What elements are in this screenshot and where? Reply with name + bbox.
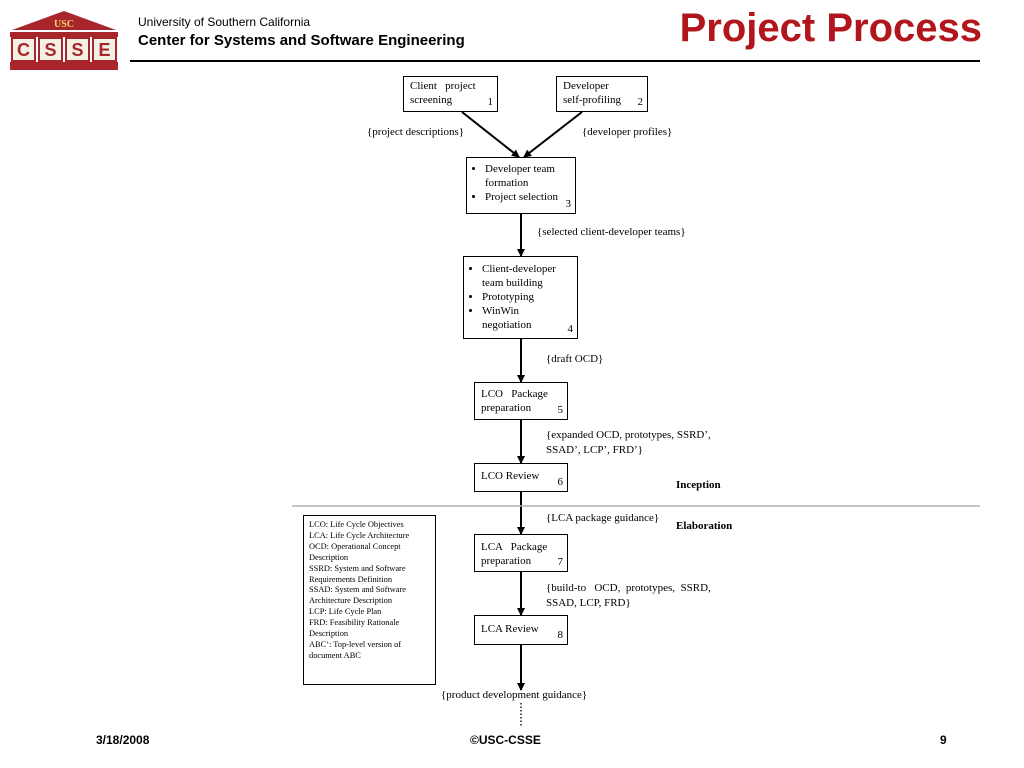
step-1-line-1: Client project	[410, 80, 476, 92]
step-4-bullet-3: WinWin negotiation	[482, 304, 571, 332]
legend-entry: LCO: Life Cycle Objectives	[309, 520, 404, 529]
step-team-building: Client-developer team building Prototypi…	[463, 256, 578, 339]
step-8-line-1: LCA Review	[481, 623, 539, 635]
step-5-line-2: preparation	[481, 402, 532, 414]
label-project-descriptions: {project descriptions}	[367, 126, 465, 138]
step-5-line-1: LCO Package	[481, 388, 548, 400]
legend-entry: SSAD: System and Software Architecture D…	[309, 585, 407, 606]
footer-date: 3/18/2008	[96, 733, 150, 747]
logo-letter-tile	[11, 37, 36, 62]
label-build-to-line-1: {build-to OCD, prototypes, SSRD,	[546, 582, 711, 594]
university-name: University of Southern California	[138, 15, 311, 29]
footer-page-number: 9	[940, 733, 947, 747]
logo-letter: S	[71, 40, 83, 60]
label-developer-profiles: {developer profiles}	[582, 126, 673, 138]
step-lca-package-preparation: LCA Package preparation 7	[474, 534, 568, 572]
step-client-project-screening: Client project screening 1	[403, 76, 498, 112]
label-build-to-line-2: SSAD, LCP, FRD}	[546, 597, 631, 609]
logo-letter-tile	[38, 37, 63, 62]
header-rule	[130, 60, 980, 62]
step-4-bullet-2: Prototyping	[482, 290, 571, 304]
step-developer-self-profiling: Developer self-profiling 2	[556, 76, 648, 112]
logo-letter-tile	[92, 37, 117, 62]
arrow-1-3	[461, 111, 520, 158]
logo-letter: S	[44, 40, 56, 60]
label-lca-guidance: {LCA package guidance}	[546, 512, 660, 524]
step-2-line-1: Developer	[563, 80, 609, 92]
label-product-guidance: {product development guidance}	[441, 689, 588, 701]
step-1-line-2: screening	[410, 94, 453, 106]
step-7-number: 7	[557, 556, 564, 568]
center-name: Center for Systems and Software Engineer…	[138, 32, 465, 49]
acronym-legend: LCO: Life Cycle Objectives LCA: Life Cyc…	[303, 515, 436, 685]
phase-elaboration: Elaboration	[676, 520, 733, 532]
logo-letter-tile	[65, 37, 90, 62]
step-1-number: 1	[487, 96, 494, 108]
step-team-formation: Developer team formation Project selecti…	[466, 157, 576, 214]
step-3-bullet-1: Developer team formation	[485, 162, 569, 190]
arrow-2-3	[523, 111, 583, 158]
step-3-number: 3	[565, 198, 572, 210]
label-selected-teams: {selected client-developer teams}	[537, 226, 686, 238]
step-4-number: 4	[567, 323, 574, 335]
step-4-bullet-1: Client-developer team building	[482, 262, 571, 290]
step-6-line-1: LCO Review	[481, 470, 540, 482]
step-2-number: 2	[637, 96, 644, 108]
step-5-number: 5	[557, 404, 564, 416]
label-draft-ocd: {draft OCD}	[546, 353, 604, 365]
step-lca-review: LCA Review 8	[474, 615, 568, 645]
logo-letter: C	[17, 40, 30, 60]
step-6-number: 6	[557, 476, 564, 488]
label-expanded-line-1: {expanded OCD, prototypes, SSRD’,	[546, 429, 711, 441]
step-lco-review: LCO Review 6	[474, 463, 568, 492]
page-title: Project Process	[679, 6, 982, 50]
phase-inception: Inception	[676, 479, 721, 491]
legend-entry: SSRD: System and Software Requirements D…	[309, 563, 406, 584]
footer-copyright: ©USC-CSSE	[470, 733, 541, 747]
step-3-bullet-2: Project selection	[485, 190, 569, 204]
step-7-line-2: preparation	[481, 555, 532, 567]
step-8-number: 8	[557, 629, 564, 641]
logo-usc-text: USC	[54, 19, 74, 30]
logo-letter: E	[98, 40, 110, 60]
step-7-line-1: LCA Package	[481, 541, 548, 553]
legend-entry: OCD: Operational Concept Description	[309, 541, 401, 562]
step-lco-package-preparation: LCO Package preparation 5	[474, 382, 568, 420]
legend-entry: ABC’: Top-level version of document ABC	[309, 639, 402, 660]
legend-entry: LCA: Life Cycle Architecture	[309, 530, 410, 540]
label-expanded-line-2: SSAD’, LCP’, FRD’}	[546, 444, 643, 456]
legend-entry: LCP: Life Cycle Plan	[309, 607, 382, 617]
step-2-line-2: self-profiling	[563, 94, 622, 106]
legend-entry: FRD: Feasibility Rationale Description	[309, 618, 400, 639]
